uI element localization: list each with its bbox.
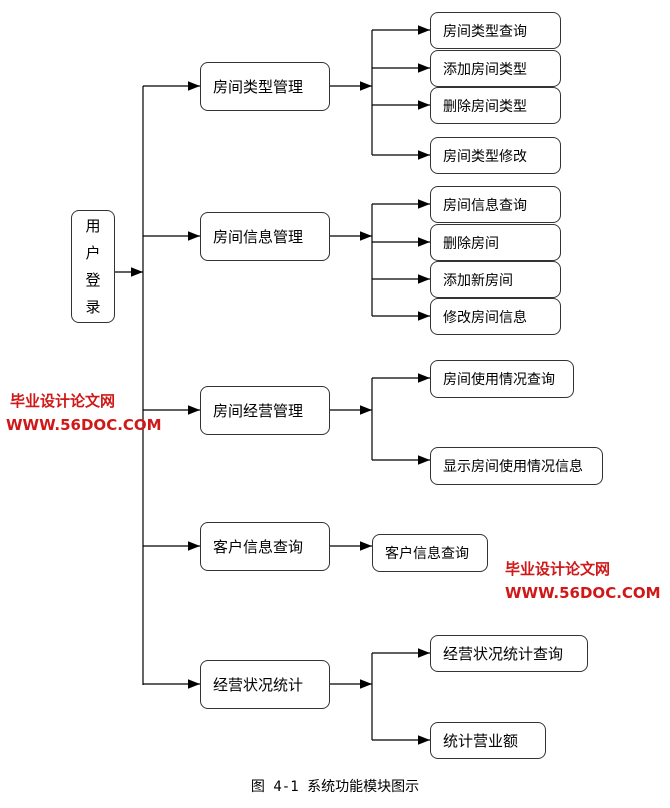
sub-add-room-type: 添加房间类型	[430, 50, 561, 87]
watermark-url-1: WWW.56DOC.COM	[6, 416, 162, 434]
sub-label: 删除房间类型	[443, 98, 527, 115]
module-room-type-management: 房间类型管理	[200, 62, 330, 111]
sub-label: 客户信息查询	[385, 546, 469, 562]
sub-operation-statistics-query: 经营状况统计查询	[430, 635, 588, 672]
watermark-cn-2: 毕业设计论文网	[505, 560, 611, 578]
module-customer-info-query: 客户信息查询	[200, 522, 330, 571]
sub-label: 房间使用情况查询	[443, 372, 555, 388]
sub-room-info-query: 房间信息查询	[430, 186, 561, 223]
module-label: 经营状况统计	[213, 676, 304, 694]
sub-customer-info-query: 客户信息查询	[372, 534, 488, 572]
module-room-info-management: 房间信息管理	[200, 212, 330, 261]
module-label: 房间信息管理	[213, 228, 304, 246]
module-label: 房间类型管理	[213, 78, 304, 96]
sub-label: 显示房间使用情况信息	[443, 459, 583, 475]
sub-label: 统计营业额	[443, 732, 519, 750]
sub-label: 经营状况统计查询	[443, 645, 564, 663]
sub-room-usage-query: 房间使用情况查询	[430, 360, 574, 398]
sub-label: 修改房间信息	[443, 309, 527, 326]
sub-label: 房间类型修改	[443, 148, 527, 165]
sub-delete-room-type: 删除房间类型	[430, 87, 561, 124]
sub-label: 房间信息查询	[443, 197, 527, 214]
sub-delete-room: 删除房间	[430, 224, 561, 261]
sub-add-room: 添加新房间	[430, 261, 561, 298]
sub-label: 添加新房间	[443, 272, 513, 289]
root-label: 用户登录	[85, 216, 101, 316]
module-operation-statistics: 经营状况统计	[200, 660, 330, 709]
sub-room-type-query: 房间类型查询	[430, 12, 561, 49]
sub-revenue-statistics: 统计营业额	[430, 722, 546, 759]
root-user-login: 用户登录	[71, 210, 115, 323]
sub-label: 添加房间类型	[443, 61, 527, 78]
watermark-url-2: WWW.56DOC.COM	[505, 584, 661, 602]
module-room-operation-management: 房间经营管理	[200, 386, 330, 435]
figure-caption: 图 4-1 系统功能模块图示	[250, 779, 420, 795]
watermark-cn-1: 毕业设计论文网	[10, 392, 116, 410]
sub-modify-room-info: 修改房间信息	[430, 298, 561, 335]
sub-modify-room-type: 房间类型修改	[430, 137, 561, 174]
module-label: 客户信息查询	[213, 538, 304, 556]
sub-label: 删除房间	[443, 235, 499, 252]
sub-show-room-usage: 显示房间使用情况信息	[430, 447, 603, 485]
module-label: 房间经营管理	[213, 402, 304, 420]
sub-label: 房间类型查询	[443, 23, 527, 40]
